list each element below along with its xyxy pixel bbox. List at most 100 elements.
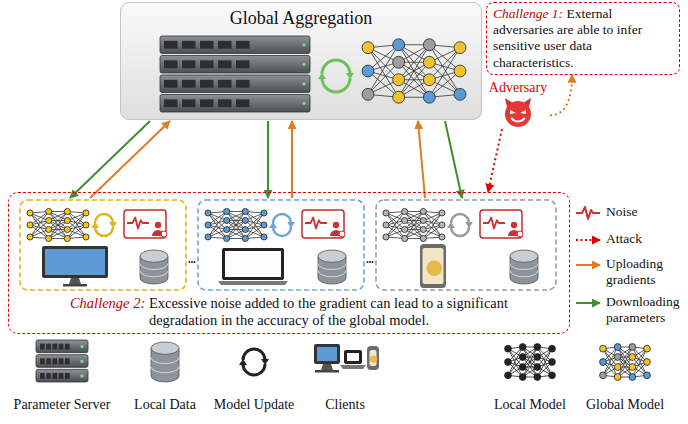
server-slot [52,358,57,364]
user-head [511,222,517,228]
update-head [346,73,354,79]
client-region: Challenge 2: Excessive noise added to th… [8,192,570,334]
network-neuron [549,359,556,366]
update-head [465,222,473,228]
database-top [151,342,179,354]
update-arc [95,227,113,236]
network-neuron [505,359,512,366]
noise-symbol [483,218,505,229]
network-neuron [64,208,70,214]
network-neuron [439,210,445,216]
update-arc [273,227,291,236]
server-led [80,345,83,348]
update-head [269,222,277,228]
network-neuron [393,39,405,51]
network-neuron [46,226,52,232]
server-slot [164,60,178,68]
server-led [302,82,305,85]
network-neuron [519,354,526,361]
legend-label: Global Model [563,397,687,413]
network-neuron [454,42,466,54]
update-arc [451,214,469,223]
user-head [333,222,339,228]
server-unit [160,75,310,93]
flow-arrow [445,121,462,198]
update-head [91,222,99,228]
phone-body [420,244,446,288]
network-neuron [439,234,445,240]
server-slot [182,41,196,49]
update-arc [322,78,350,92]
flow-arrow [418,121,425,198]
server-slot [218,99,232,107]
server-slot [218,80,232,88]
legend-label: Attack [606,231,684,247]
network-neuron [402,235,408,241]
network-neuron [534,354,541,361]
laptop-screen [347,353,359,361]
network-neuron [224,226,230,232]
noise-badge [302,210,344,238]
devil-eye [520,110,526,114]
noise-symbol [305,218,327,229]
network-neuron [534,374,541,381]
network-neuron [423,56,435,68]
network-link [523,347,538,377]
server-slot [65,373,70,379]
network-neuron [505,372,512,379]
network-neuron [242,208,248,214]
server-led [80,360,83,363]
user-head [155,222,161,228]
phone-image [370,356,377,363]
legend-label: Noise [606,204,684,220]
devil-grin [511,118,525,122]
server-slot [59,344,64,350]
monitor-base [63,284,87,287]
server-unit [160,56,310,74]
network-neuron [600,359,607,366]
network-neuron [629,364,636,371]
update-arc [273,214,291,223]
network-neuron [261,222,267,228]
user-plus [339,231,345,237]
network-neuron [420,235,426,241]
network-neuron [261,234,267,240]
server-slot [40,373,45,379]
monitor-stand [69,278,81,284]
legend-label: Uploading gradients [606,256,684,287]
network-neuron [629,354,636,361]
network-neuron [205,222,211,228]
network-neuron [27,222,33,228]
network-neuron [439,222,445,228]
network-neuron [83,222,89,228]
network-neuron [261,210,267,216]
noise-badge [124,210,166,238]
network-neuron [420,208,426,214]
network-neuron [64,217,70,223]
network-link [227,212,246,239]
network-neuron [362,65,374,77]
server-slot [52,373,57,379]
server-led [302,43,305,46]
network-link [523,347,538,377]
client-box [20,200,186,290]
network-neuron [534,344,541,351]
legend-label: Local Model [468,397,592,413]
network-neuron [614,354,621,361]
noise-symbol [127,218,149,229]
network-neuron [393,56,405,68]
devil-face [505,101,531,127]
network-neuron [205,234,211,240]
network-neuron [402,226,408,232]
network-neuron [224,235,230,241]
network-neuron [600,372,607,379]
server-slot [218,60,232,68]
network-neuron [27,234,33,240]
database-ring [151,367,179,373]
flow-arrow [291,121,293,198]
network-neuron [64,226,70,232]
network-link [49,212,68,239]
database-top [140,250,168,262]
update-head [239,359,247,365]
server-slot [182,99,196,107]
